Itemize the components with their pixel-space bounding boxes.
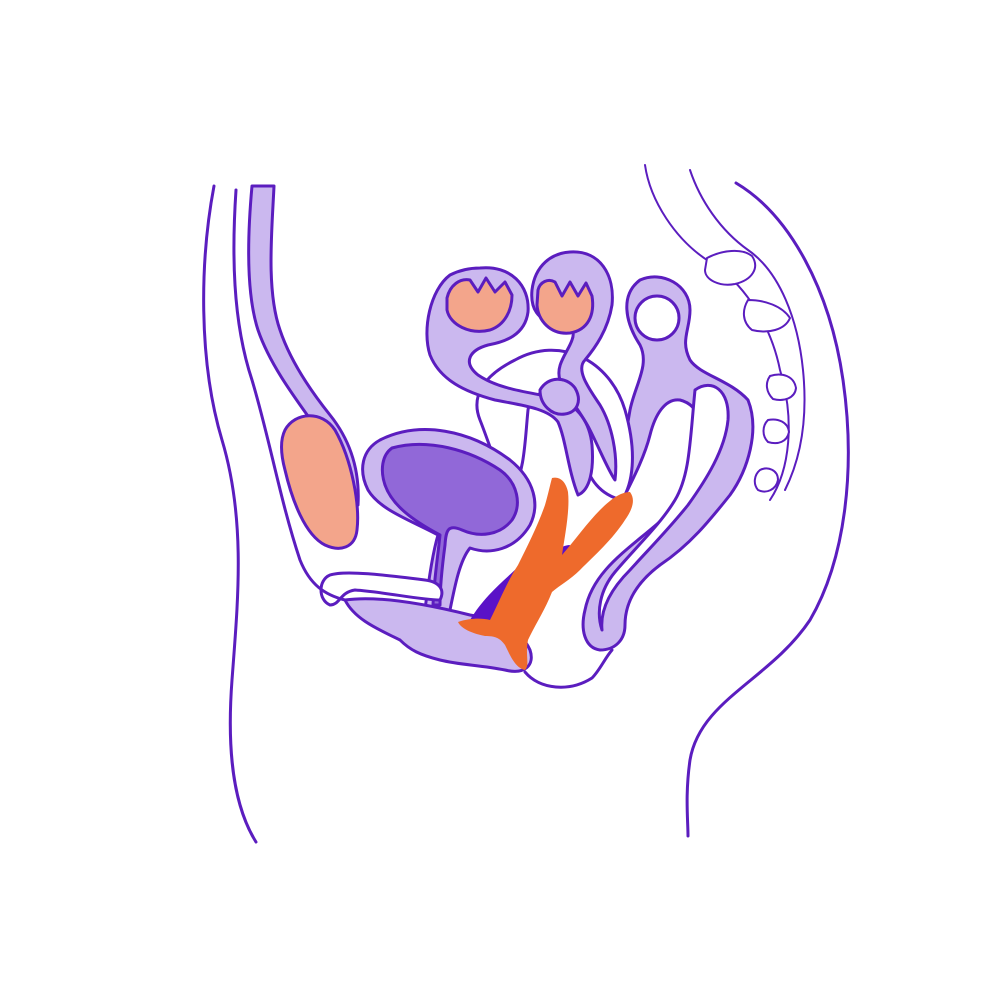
peach-oval [280,414,360,550]
ovary-left [445,276,514,333]
ovary-right [535,278,595,335]
back-outline [685,181,850,838]
vertebra-1 [704,250,757,286]
vertebra-4 [762,418,790,445]
groin-curve [523,648,614,689]
bladder-lumen [380,442,519,607]
vertebra-5 [753,467,779,493]
vertebra-2 [742,299,791,333]
highlighted-structure [458,477,633,670]
sacrum-outline-back [689,169,806,491]
rectum-inner [597,383,730,632]
left-outer-boundary [232,188,347,602]
rectum-lumen [633,294,681,342]
pubic-bone [319,571,444,607]
tube-connector [538,377,580,416]
perineum [343,597,533,673]
vertebra-3 [765,373,797,401]
abdomen-outline [202,184,258,844]
sacrum-coccyx [644,164,806,501]
